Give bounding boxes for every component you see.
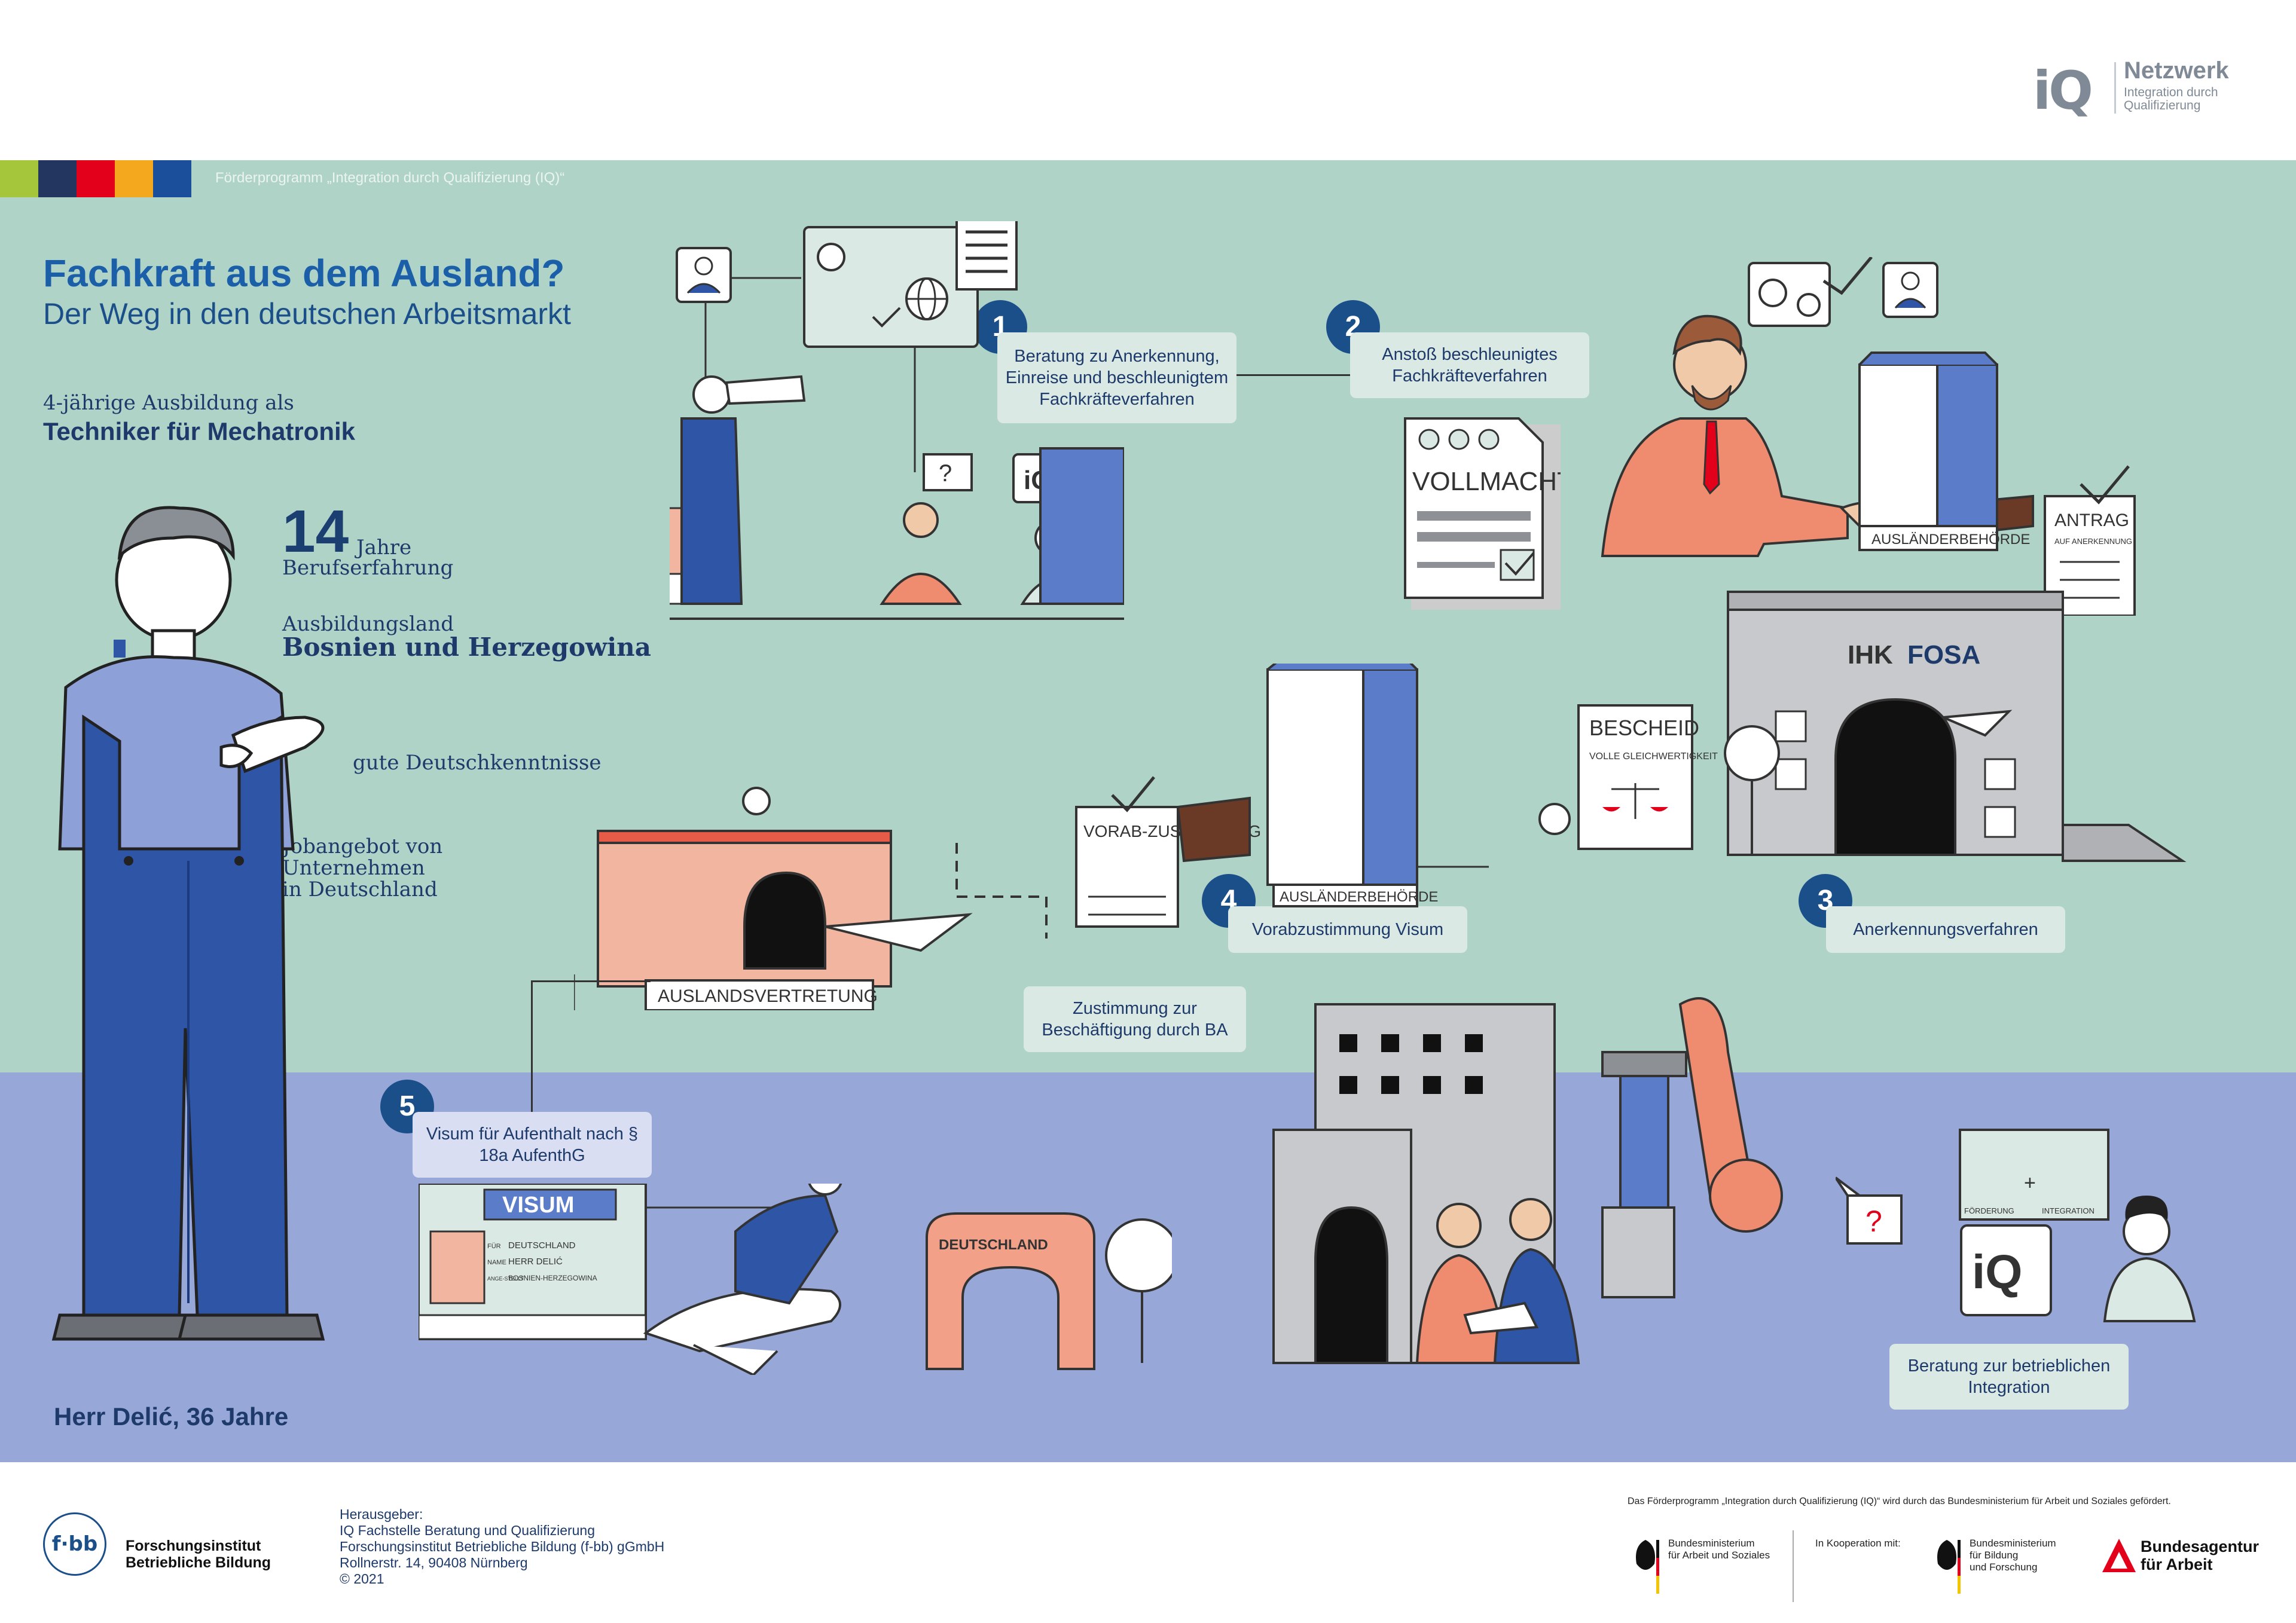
ihk-fosa-building-illustration: IHK FOSA BESCHEID VOLLE GLEICHWERTIGKEIT [1538, 591, 2187, 862]
bmas-line-1: Bundesministerium [1668, 1538, 1755, 1549]
publisher-line-2: IQ Fachstelle Beratung und Qualifizierun… [340, 1523, 596, 1538]
visa-card-illustration: VISUM FÜR DEUTSCHLAND NAME HERR DELIĆ AN… [419, 1184, 842, 1375]
cooperation-label: In Kooperation mit: [1815, 1538, 1901, 1549]
bmbf-line-3: und Forschung [1970, 1561, 2038, 1573]
color-swatch-red [77, 160, 115, 197]
deutschland-label: DEUTSCHLAND [939, 1237, 1048, 1253]
step-5-box: Visum für Aufenthalt nach § 18a AufenthG [413, 1112, 652, 1178]
integration-box: Beratung zur betrieblichen Integration [1889, 1344, 2129, 1410]
svg-text:?: ? [939, 460, 952, 487]
years-label: Berufserfahrung [282, 556, 454, 580]
german-skills: gute Deutschkenntnisse [353, 751, 602, 775]
step-2-box: Anstoß beschleunigtes Fachkräfteverfahre… [1350, 332, 1589, 398]
page-subtitle: Der Weg in den deutschen Arbeitsmarkt [43, 297, 571, 331]
iq-logo-mark: iQ [2033, 60, 2093, 121]
publisher-line-1: Herausgeber: [340, 1506, 423, 1522]
foerderung-label: FÖRDERUNG [1964, 1206, 2014, 1215]
fbb-name: Forschungsinstitut Betriebliche Bildung [126, 1538, 271, 1571]
bundesagentur-logo-icon [2102, 1539, 2136, 1572]
handshake-visual: AUSLÄNDERBEHÖRDE ANTRAG AUF ANERKENNUNG [1601, 257, 2136, 616]
publisher-line-3: Forschungsinstitut Betriebliche Bildung … [340, 1539, 665, 1554]
visum-field3-label: ANGE-STELLT [487, 1276, 524, 1282]
job-offer-line-3: in Deutschland [282, 878, 438, 901]
network-title: Netzwerk [2124, 57, 2229, 84]
bmas-name: Bundesministerium für Arbeit und Soziale… [1668, 1538, 1770, 1561]
ba-approval-box: Zustimmung zur Beschäftigung durch BA [1024, 986, 1246, 1052]
auslandsvertretung-label: AUSLANDSVERTRETUNG [658, 986, 878, 1006]
svg-text:?: ? [1866, 1205, 1882, 1238]
vollmacht-document-illustration: VOLLMACHT [1404, 417, 1561, 610]
ihk-label: IHK [1848, 640, 1893, 670]
fbb-name-line-1: Forschungsinstitut [126, 1538, 261, 1554]
visum-field1: DEUTSCHLAND [508, 1240, 576, 1251]
bmbf-name: Bundesministerium für Bildung und Forsch… [1970, 1538, 2056, 1573]
years-unit: Jahre [356, 536, 412, 560]
training-value: Techniker für Mechatronik [43, 417, 356, 445]
program-line: Förderprogramm „Integration durch Qualif… [215, 170, 565, 186]
antrag-sublabel: AUF ANERKENNUNG [2054, 537, 2132, 546]
ba-line-1: Bundesagentur [2141, 1538, 2260, 1555]
country-value: Bosnien und Herzegowina [282, 632, 651, 662]
iq-netzwerk-logo: iQ Netzwerk Integration durch Qualifizie… [2033, 57, 2254, 123]
publisher-line-5: © 2021 [340, 1571, 384, 1587]
country-label: Ausbildungsland [282, 612, 454, 636]
integration-icon-label: INTEGRATION [2042, 1206, 2095, 1215]
job-offer-line-1: Jobangebot von [282, 835, 443, 858]
visum-field3: BOSNIEN-HERZEGOWINA [508, 1274, 597, 1282]
step-3-box: Anerkennungsverfahren [1826, 906, 2065, 953]
auslaenderbehoerde-label-2: AUSLÄNDERBEHÖRDE [1280, 889, 1438, 905]
color-swatch-green [0, 160, 38, 197]
color-swatch-blue [153, 160, 191, 197]
years-number: 14 [282, 498, 349, 565]
bmbf-line-2: für Bildung [1970, 1549, 2019, 1561]
deutschland-gate-illustration: DEUTSCHLAND [926, 1212, 1172, 1370]
auslaenderbehoerde-label-1: AUSLÄNDERBEHÖRDE [1871, 531, 2030, 548]
job-offer-line-2: Unternehmen [282, 856, 425, 880]
auslandsvertretung-illustration: AUSLANDSVERTRETUNG [574, 787, 973, 1010]
network-subtitle: Integration durch Qualifizierung [2124, 85, 2218, 112]
worker-figure-illustration [51, 506, 325, 1341]
antrag-label: ANTRAG [2054, 511, 2129, 530]
visum-field1-label: FÜR [487, 1243, 501, 1250]
ba-line-2: für Arbeit [2141, 1555, 2213, 1573]
vollmacht-label: VOLLMACHT [1412, 467, 1561, 496]
svg-text:+: + [2024, 1172, 2036, 1194]
factory-workplace-illustration [1272, 997, 1783, 1364]
step-4-vorab-illustration: VORAB-ZUSTIMMUNG AUSLÄNDERBEHÖRDE [955, 664, 1489, 939]
training-label: 4-jährige Ausbildung als [43, 391, 294, 415]
ba-name: Bundesagentur für Arbeit [2141, 1538, 2259, 1573]
federal-eagle-icon-bmbf [1937, 1540, 1961, 1594]
bescheid-label: BESCHEID [1589, 716, 1699, 740]
fbb-name-line-2: Betriebliche Bildung [126, 1554, 271, 1571]
visum-label: VISUM [502, 1193, 574, 1218]
color-swatch-navy [38, 160, 77, 197]
step-1-box: Beratung zu Anerkennung, Einreise und be… [997, 332, 1236, 423]
bmbf-line-1: Bundesministerium [1970, 1538, 2056, 1549]
person-caption: Herr Delić, 36 Jahre [54, 1402, 289, 1431]
bmas-line-2: für Arbeit und Soziales [1668, 1549, 1770, 1561]
step-1-consultation-illustration: iQ ? [670, 221, 1124, 620]
visum-field2: HERR DELIĆ [508, 1257, 563, 1267]
page-title: Fachkraft aus dem Ausland? [43, 252, 565, 295]
step-4-box: Vorabzustimmung Visum [1228, 906, 1467, 953]
fosa-label: FOSA [1907, 640, 1980, 670]
footer-divider [1793, 1530, 1794, 1602]
publisher-block: Herausgeber: IQ Fachstelle Beratung und … [340, 1506, 664, 1587]
connector-5 [531, 980, 533, 1130]
funding-note: Das Förderprogramm „Integration durch Qu… [1628, 1496, 2171, 1506]
iq-speech-logo: iQ [1972, 1245, 2022, 1298]
color-swatch-orange [115, 160, 153, 197]
connector-1-2 [1236, 374, 1356, 376]
federal-eagle-icon-bmas [1636, 1540, 1659, 1594]
connector-5-h [531, 980, 651, 982]
publisher-line-4: Rollnerstr. 14, 90408 Nürnberg [340, 1555, 528, 1570]
logo-divider [2114, 62, 2116, 114]
step-5-number: 5 [380, 1080, 434, 1133]
visum-field2-label: NAME [487, 1259, 506, 1266]
integration-support-illustration: ? FÖRDERUNG INTEGRATION + iQ [1836, 1129, 2196, 1322]
bescheid-sublabel: VOLLE GLEICHWERTIGKEIT [1589, 751, 1718, 762]
fbb-logo-mark: f·bb [43, 1512, 106, 1576]
